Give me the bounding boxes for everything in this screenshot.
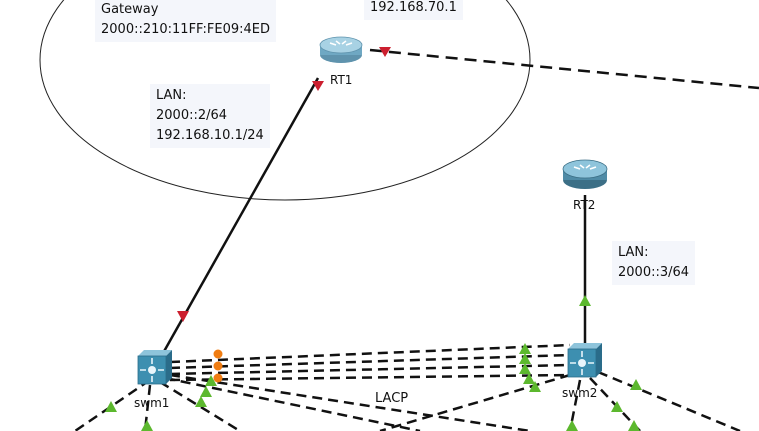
swm2-switch-icon[interactable] xyxy=(567,343,602,378)
network-area-ellipse xyxy=(39,0,531,201)
rt1-top-ip-note: 192.168.70.1 xyxy=(364,0,463,20)
rt1-lan-title: LAN: xyxy=(156,88,187,103)
link-up-indicators xyxy=(105,295,642,431)
lacp-label: LACP xyxy=(375,391,409,406)
rt2-lan-note: LAN: 2000::3/64 xyxy=(612,241,696,285)
gateway-note: Gateway 2000::210:11FF:FE09:4ED xyxy=(95,0,277,42)
rt1-top-ip: 192.168.70.1 xyxy=(370,0,457,15)
swm1-switch-icon[interactable] xyxy=(137,350,172,385)
rt2-lan-ipv6: 2000::3/64 xyxy=(618,265,690,280)
rt1-lan-ipv6: 2000::2/64 xyxy=(156,108,228,123)
gateway-address: 2000::210:11FF:FE09:4ED xyxy=(101,22,271,37)
link-down-indicators xyxy=(177,47,391,322)
rt1-router-icon[interactable] xyxy=(319,36,363,63)
swm2-label: swm2 xyxy=(562,386,598,400)
swm1-label: swm1 xyxy=(134,396,170,410)
link-blocked-indicators xyxy=(213,349,223,383)
gateway-title: Gateway xyxy=(101,2,159,17)
lacp-etherchannel xyxy=(169,343,571,382)
rt1-lan-note: LAN: 2000::2/64 192.168.10.1/24 xyxy=(150,84,270,148)
swm2-access-links xyxy=(379,370,741,431)
rt1-lan-ipv4: 192.168.10.1/24 xyxy=(156,128,264,143)
rt1-wan-link xyxy=(369,48,759,90)
rt1-label: RT1 xyxy=(330,73,353,87)
rt2-router-icon[interactable] xyxy=(562,159,608,189)
rt1-swm1-link xyxy=(160,77,320,356)
rt2-label: RT2 xyxy=(573,198,596,212)
rt2-lan-title: LAN: xyxy=(618,245,649,260)
